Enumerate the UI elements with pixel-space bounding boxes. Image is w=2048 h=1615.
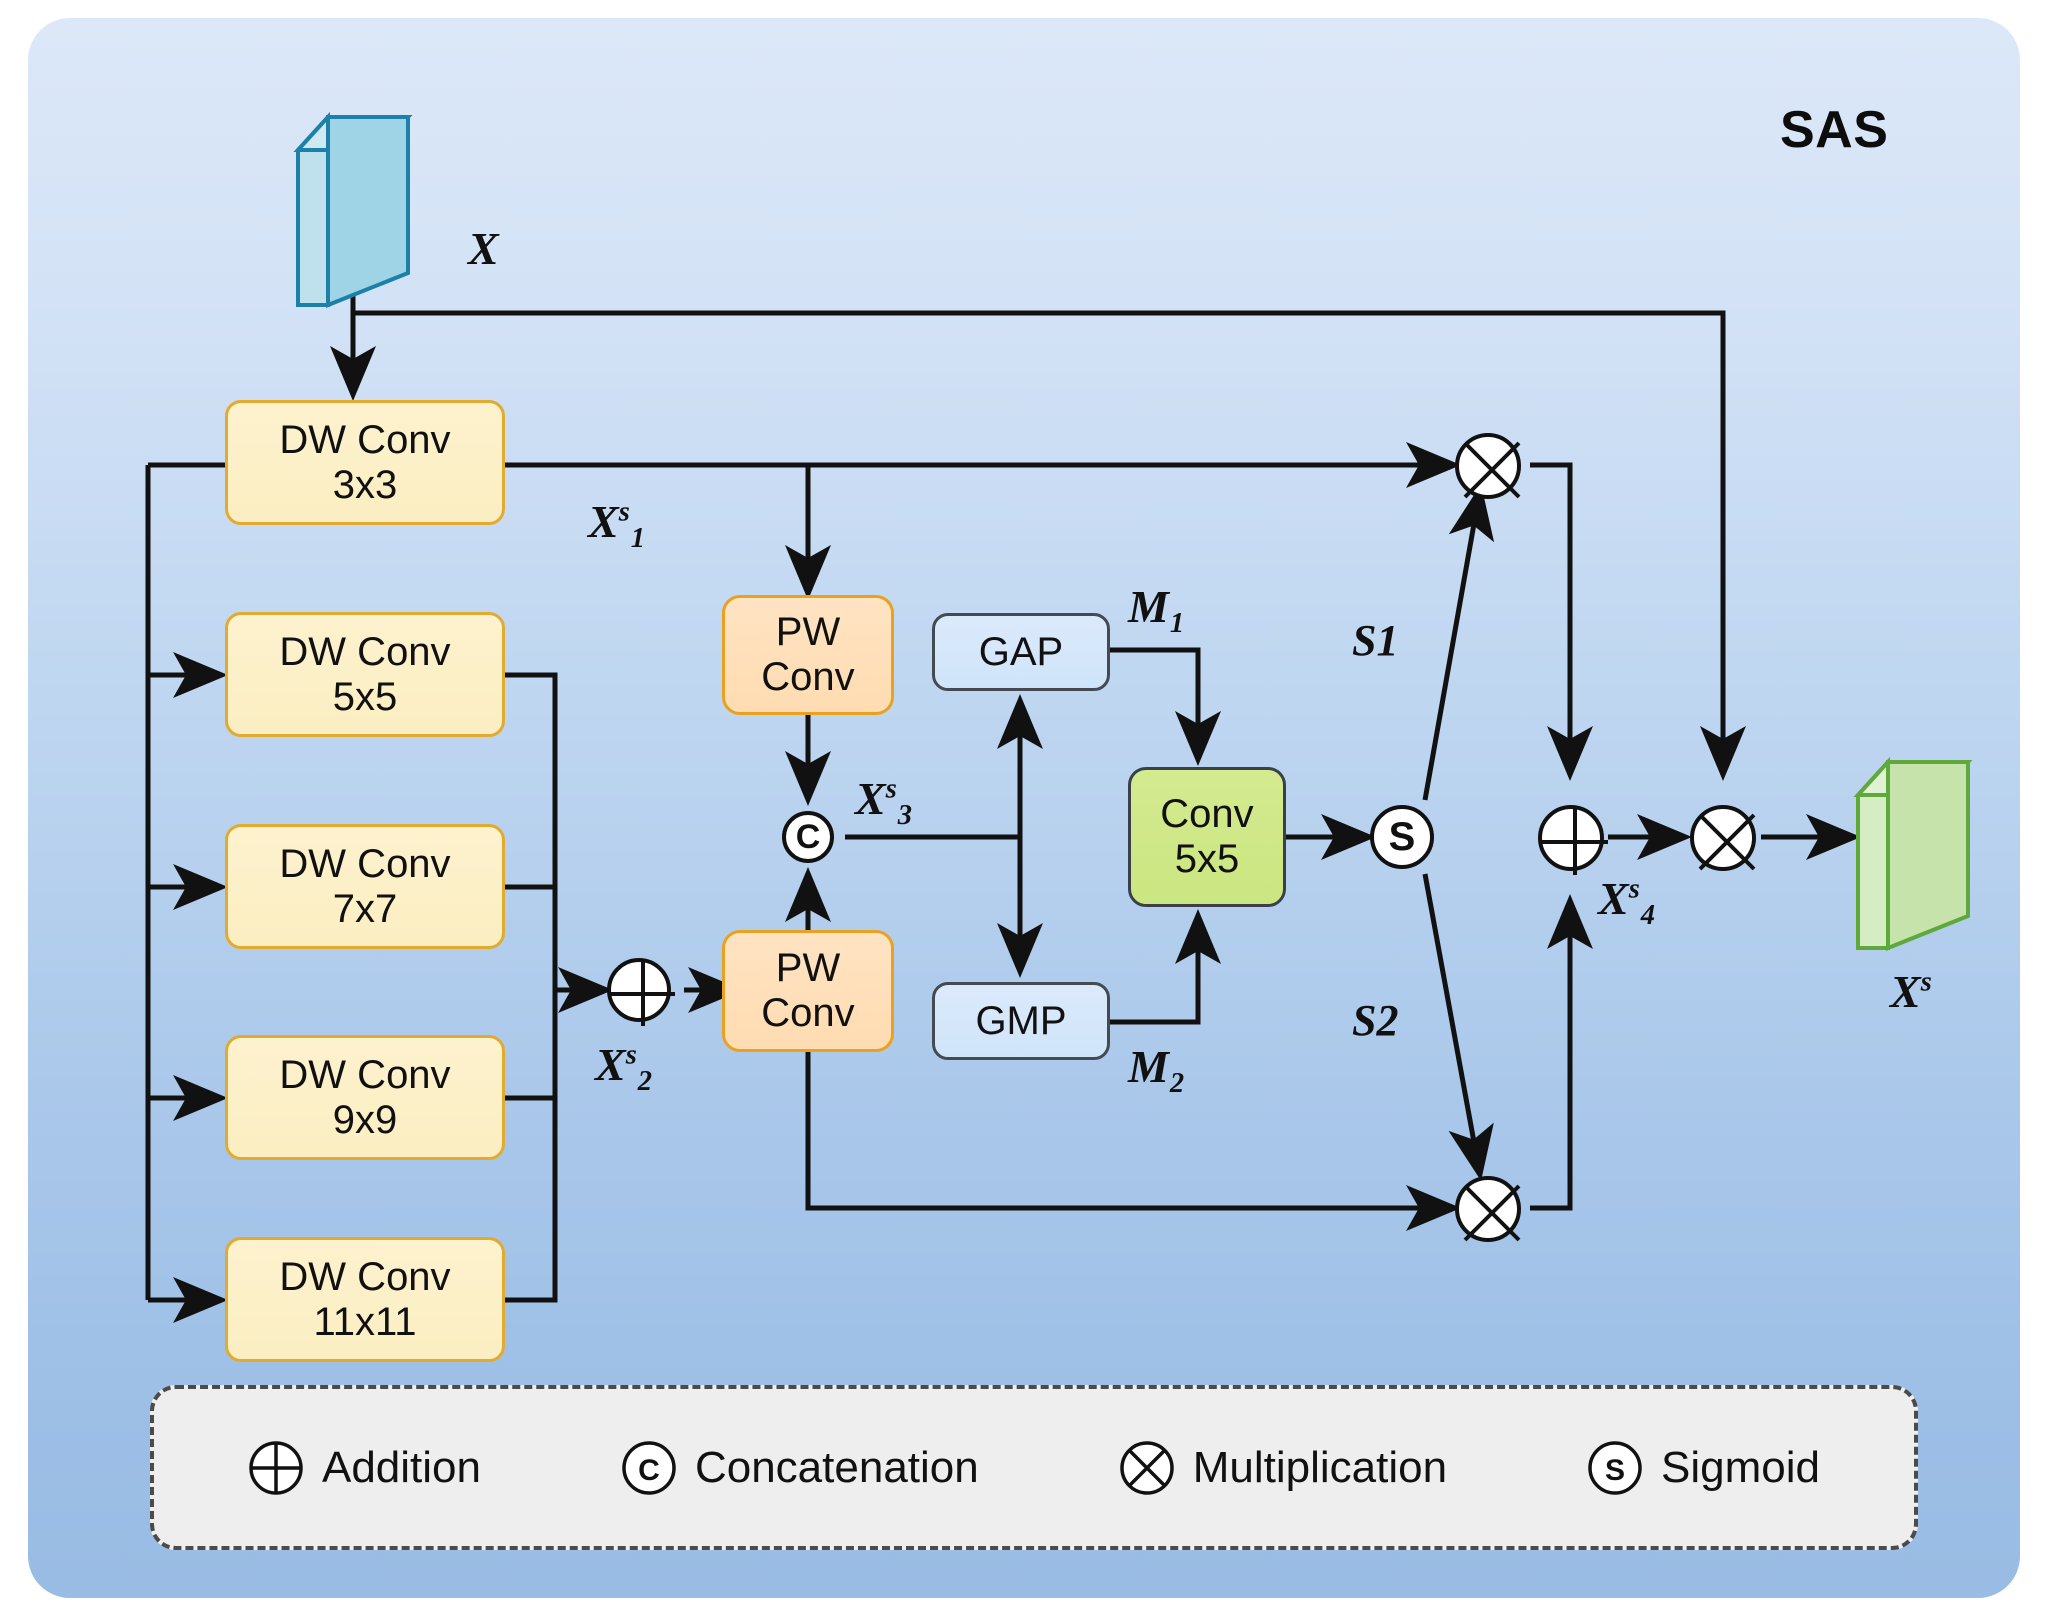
addition-glyph — [248, 1440, 304, 1496]
signal-label-s2: S2 — [1352, 996, 1399, 1045]
gap-block[interactable]: GAP — [932, 613, 1110, 691]
input-tensor — [290, 55, 420, 315]
pw-conv-bottom-block[interactable]: PW Conv — [722, 930, 894, 1052]
multiplication-node-bottom[interactable] — [1455, 1176, 1521, 1242]
dw-conv-9x9-line1: DW Conv — [279, 1052, 451, 1097]
gmp-label: GMP — [975, 998, 1067, 1043]
svg-text:C: C — [638, 1454, 660, 1487]
signal-label-xs1: Xs1 — [588, 496, 646, 555]
legend-item-addition: Addition — [248, 1440, 481, 1496]
addition-node-left[interactable] — [607, 958, 675, 1026]
dw-conv-5x5-block[interactable]: DW Conv 5x5 — [225, 612, 505, 737]
legend-label-sigmoid: Sigmoid — [1661, 1442, 1820, 1492]
dw-conv-7x7-line2: 7x7 — [332, 886, 398, 931]
dw-conv-7x7-block[interactable]: DW Conv 7x7 — [225, 824, 505, 949]
signal-label-m2: M2 — [1128, 1041, 1185, 1100]
conv-5x5-line1: Conv — [1160, 792, 1254, 837]
dw-conv-11x11-line1: DW Conv — [279, 1254, 451, 1299]
dw-conv-9x9-line2: 9x9 — [332, 1097, 398, 1142]
multiplication-node-top[interactable] — [1455, 433, 1521, 499]
multiplication-glyph — [1119, 1440, 1175, 1496]
concat-letter: C — [795, 817, 821, 856]
gmp-block[interactable]: GMP — [932, 982, 1110, 1060]
pw-conv-top-block[interactable]: PW Conv — [722, 595, 894, 715]
legend-label-concatenation: Concatenation — [694, 1442, 979, 1492]
sigmoid-node[interactable]: S — [1370, 805, 1434, 869]
signal-label-xs-out: Xs — [1890, 966, 1932, 1017]
sigmoid-glyph: S — [1587, 1440, 1643, 1496]
signal-label-xs2: Xs2 — [595, 1039, 653, 1098]
legend-label-multiplication: Multiplication — [1192, 1442, 1448, 1492]
legend-item-concatenation: C Concatenation — [621, 1440, 979, 1496]
pw-conv-bottom-line2: Conv — [761, 991, 855, 1035]
signal-label-s1: S1 — [1352, 616, 1399, 665]
input-tensor-label: X — [468, 223, 499, 274]
signal-label-xs3: Xs3 — [855, 773, 913, 832]
dw-conv-3x3-block[interactable]: DW Conv 3x3 — [225, 400, 505, 525]
legend-item-sigmoid: S Sigmoid — [1587, 1440, 1820, 1496]
dw-conv-5x5-line2: 5x5 — [332, 674, 398, 719]
signal-label-xs4: Xs4 — [1598, 873, 1656, 932]
sigmoid-letter: S — [1388, 814, 1416, 859]
concatenation-node[interactable]: C — [782, 811, 834, 863]
dw-conv-3x3-line2: 3x3 — [332, 462, 398, 507]
pw-conv-top-line1: PW — [775, 610, 841, 655]
addition-node-right[interactable] — [1538, 805, 1608, 875]
svg-text:S: S — [1605, 1454, 1625, 1487]
pw-conv-top-line2: Conv — [761, 655, 855, 699]
page-title: SAS — [1780, 101, 1889, 159]
dw-conv-5x5-line1: DW Conv — [279, 629, 451, 674]
dw-conv-9x9-block[interactable]: DW Conv 9x9 — [225, 1035, 505, 1160]
multiplication-node-output[interactable] — [1690, 805, 1756, 871]
dw-conv-11x11-line2: 11x11 — [313, 1299, 417, 1344]
output-tensor — [1850, 690, 1980, 960]
dw-conv-7x7-line1: DW Conv — [279, 841, 451, 886]
concatenation-glyph: C — [621, 1440, 677, 1496]
conv-5x5-line2: 5x5 — [1174, 837, 1240, 881]
dw-conv-3x3-line1: DW Conv — [279, 417, 451, 462]
pw-conv-bottom-line1: PW — [775, 946, 841, 991]
conv-5x5-block[interactable]: Conv 5x5 — [1128, 767, 1286, 907]
signal-label-m1: M1 — [1128, 581, 1185, 640]
legend-item-multiplication: Multiplication — [1119, 1440, 1447, 1496]
legend-label-addition: Addition — [321, 1442, 481, 1492]
dw-conv-11x11-block[interactable]: DW Conv 11x11 — [225, 1237, 505, 1362]
gap-label: GAP — [978, 629, 1064, 674]
legend-panel: Addition C Concatenation Multiplication — [150, 1385, 1918, 1550]
